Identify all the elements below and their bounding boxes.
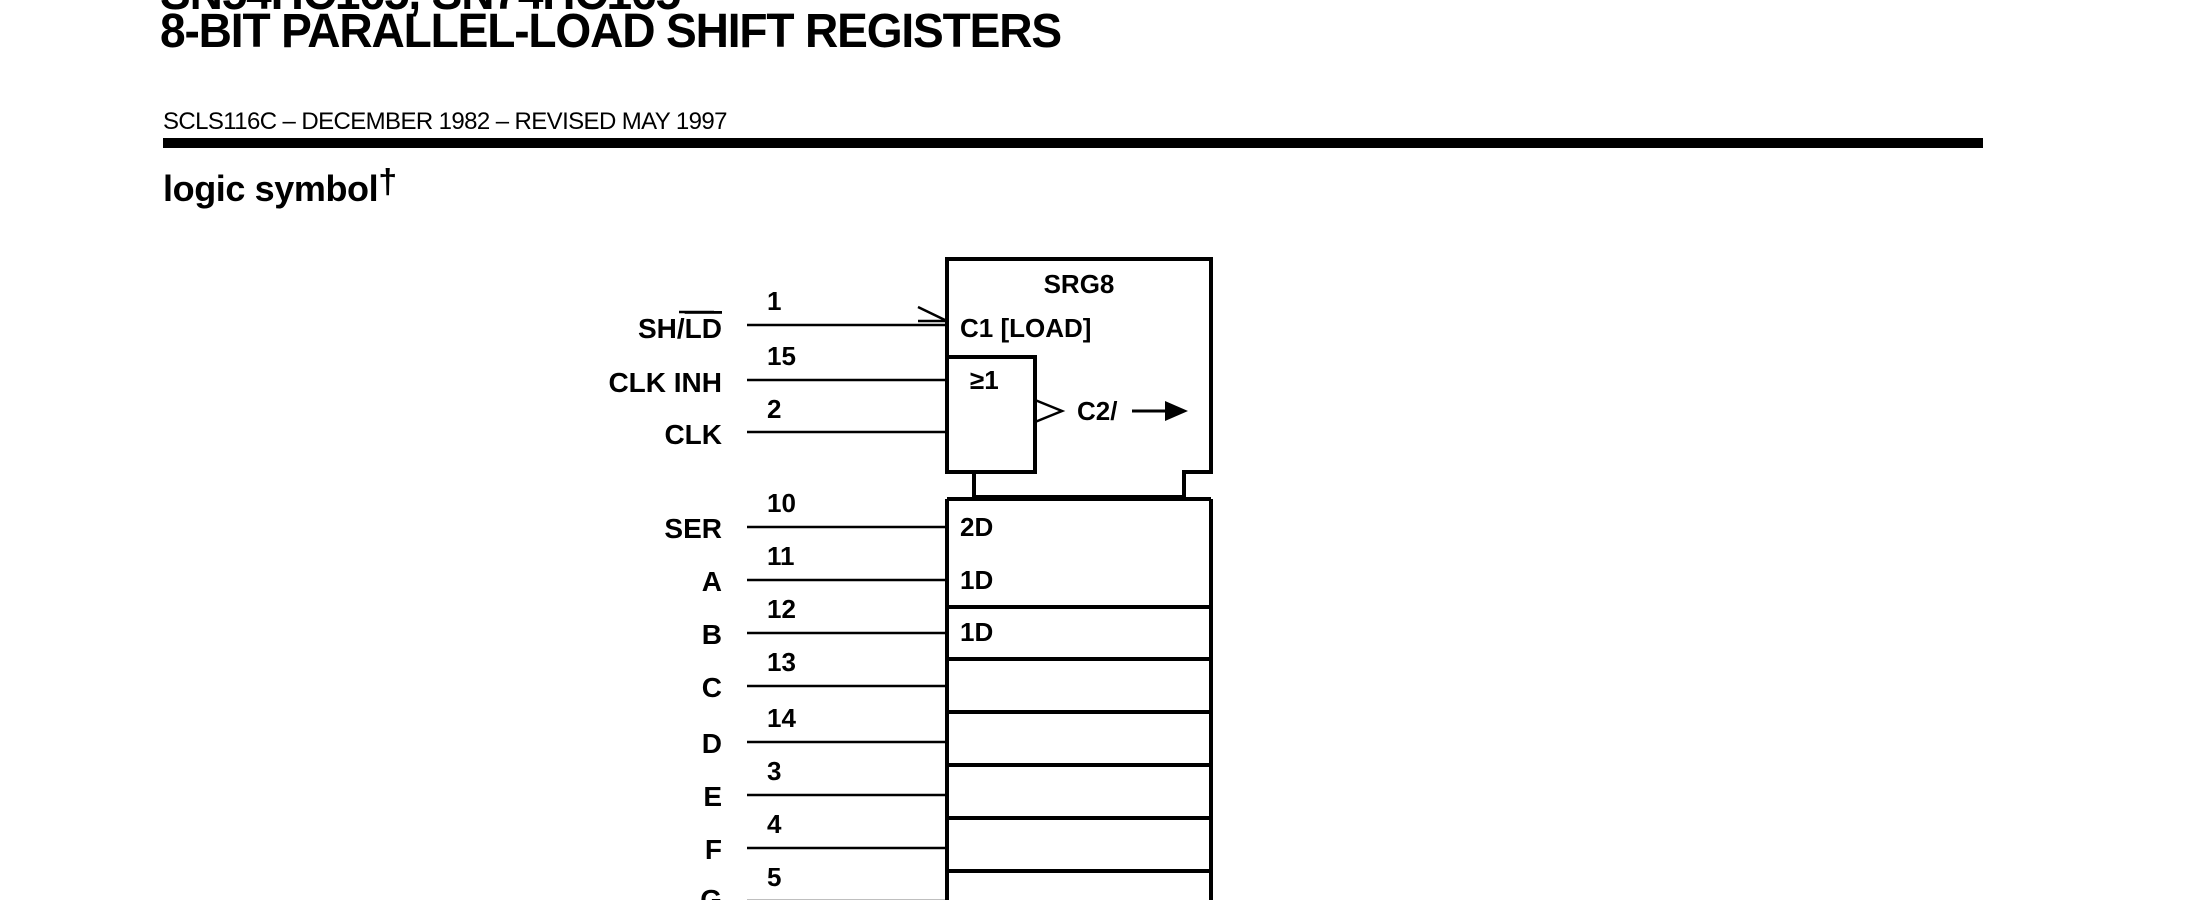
signal-b: B bbox=[702, 619, 722, 650]
shift-arrow-icon bbox=[1165, 401, 1188, 421]
pin-number-c: 13 bbox=[767, 647, 796, 677]
footnote-mark: † bbox=[378, 163, 397, 201]
signal-f: F bbox=[705, 834, 722, 865]
signal-a: A bbox=[702, 566, 722, 597]
signal-c: C bbox=[702, 672, 722, 703]
pin-number-f: 4 bbox=[767, 809, 782, 839]
cell-label-b: 1D bbox=[960, 617, 993, 647]
cell-label-a: 1D bbox=[960, 565, 993, 595]
load-label: C1 [LOAD] bbox=[960, 313, 1091, 343]
pin-number-d: 14 bbox=[767, 703, 796, 733]
signal-e: E bbox=[703, 781, 722, 812]
pin-number-g: 5 bbox=[767, 862, 781, 892]
pin-number-e: 3 bbox=[767, 756, 781, 786]
pin-number-a: 11 bbox=[767, 541, 795, 571]
signal-d: D bbox=[702, 728, 722, 759]
pin-number-ser: 10 bbox=[767, 488, 796, 518]
signal-sh-ld-prefix: SH/ bbox=[638, 313, 685, 344]
register-cells bbox=[945, 497, 1213, 900]
signal-sh-ld-overbar: LD bbox=[685, 313, 722, 344]
pin-number-b: 12 bbox=[767, 594, 796, 624]
pin-number-sh-ld: 1 bbox=[767, 286, 781, 316]
document-number: SCLS116C – DECEMBER 1982 – REVISED MAY 1… bbox=[163, 108, 727, 135]
clock-output-label: C2/ bbox=[1077, 396, 1117, 426]
pin-number-clk: 2 bbox=[767, 394, 781, 424]
header-rule bbox=[163, 138, 1983, 148]
document-title: 8-BIT PARALLEL-LOAD SHIFT REGISTERS bbox=[160, 5, 1062, 58]
section-title: logic symbol bbox=[163, 168, 379, 209]
or-gate-label: ≥1 bbox=[970, 365, 999, 395]
pin-number-clk-inh: 15 bbox=[767, 341, 796, 371]
part-numbers: SN54HC165, SN74HC165 bbox=[160, 0, 681, 21]
signal-clk-inh: CLK INH bbox=[608, 367, 722, 398]
signal-sh-ld: SH/LD bbox=[638, 313, 722, 344]
cell-label-ser: 2D bbox=[960, 512, 993, 542]
clock-output-indicator bbox=[1034, 398, 1066, 424]
block-name: SRG8 bbox=[1044, 269, 1115, 299]
input-lines bbox=[747, 323, 947, 900]
signal-ser: SER bbox=[664, 513, 722, 544]
signal-g: G bbox=[700, 884, 722, 900]
section-heading: logic symbol† bbox=[163, 163, 397, 210]
or-gate-box bbox=[945, 355, 1037, 474]
dynamic-input-indicator bbox=[917, 305, 948, 323]
signal-clk: CLK bbox=[664, 419, 722, 450]
